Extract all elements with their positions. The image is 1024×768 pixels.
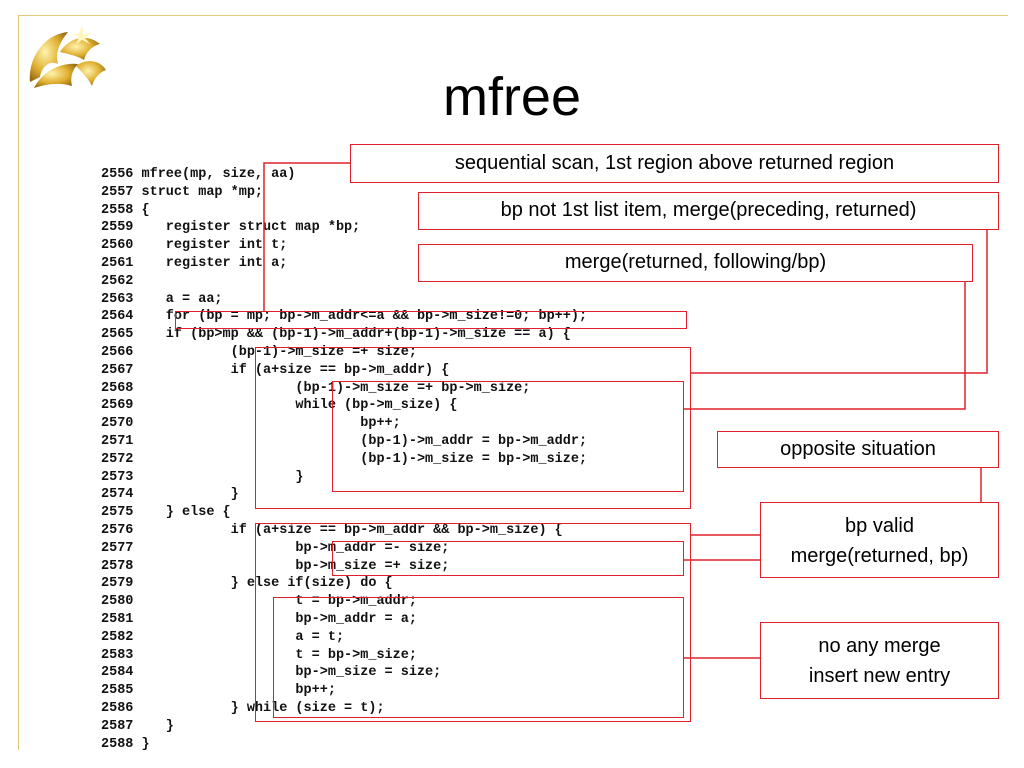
code-listing: 2556 mfree(mp, size, aa)2557 struct map … bbox=[101, 166, 587, 753]
code-line: 2582 a = t; bbox=[101, 629, 345, 645]
code-line: 2587 } bbox=[101, 718, 174, 734]
connector-merge-following bbox=[684, 282, 966, 410]
note-no-merge: no any merge insert new entry bbox=[760, 622, 999, 699]
note-text-line2: merge(returned, bp) bbox=[790, 545, 969, 567]
code-line: 2566 (bp-1)->m_size =+ size; bbox=[101, 344, 417, 360]
note-text: opposite situation bbox=[780, 438, 936, 460]
code-line: 2579 } else if(size) do { bbox=[101, 576, 393, 592]
note-merge-following: merge(returned, following/bp) bbox=[418, 244, 973, 282]
code-line: 2562 bbox=[101, 273, 134, 289]
code-line: 2573 } bbox=[101, 469, 304, 485]
code-line: 2586 } while (size = t); bbox=[101, 700, 385, 716]
note-opposite-situation: opposite situation bbox=[717, 431, 999, 468]
code-line: 2565 if (bp>mp && (bp-1)->m_addr+(bp-1)-… bbox=[101, 327, 571, 343]
pegasus-logo-icon bbox=[29, 26, 106, 88]
code-line: 2585 bp++; bbox=[101, 683, 336, 699]
code-line: 2572 (bp-1)->m_size = bp->m_size; bbox=[101, 451, 588, 467]
note-text: bp not 1st list item, merge(preceding, r… bbox=[500, 199, 917, 221]
note-text-line1: no any merge bbox=[818, 635, 941, 657]
note-text: merge(returned, following/bp) bbox=[564, 251, 827, 273]
merge-bp-highlight bbox=[332, 541, 684, 576]
insert-entry-highlight bbox=[273, 597, 684, 718]
code-line: 2558 { bbox=[101, 202, 150, 218]
note-text-line1: bp valid bbox=[845, 515, 914, 537]
code-line: 2571 (bp-1)->m_addr = bp->m_addr; bbox=[101, 433, 588, 449]
slide-frame-left bbox=[18, 15, 19, 750]
code-line: 2577 bp->m_addr =- size; bbox=[101, 540, 450, 556]
code-line: 2557 struct map *mp; bbox=[101, 184, 264, 200]
code-line: 2576 if (a+size == bp->m_addr && bp->m_s… bbox=[101, 522, 563, 538]
code-line: 2575 } else { bbox=[101, 505, 231, 521]
code-line: 2564 for (bp = mp; bp->m_addr<=a && bp->… bbox=[101, 309, 588, 325]
code-line: 2569 while (bp->m_size) { bbox=[101, 398, 458, 414]
for-loop-highlight bbox=[175, 311, 687, 329]
code-line: 2563 a = aa; bbox=[101, 291, 223, 307]
note-merge-preceding: bp not 1st list item, merge(preceding, r… bbox=[418, 192, 999, 230]
merge-preceding-block-highlight bbox=[255, 347, 691, 509]
note-bp-valid: bp valid merge(returned, bp) bbox=[760, 502, 999, 578]
code-line: 2583 t = bp->m_size; bbox=[101, 647, 417, 663]
code-line: 2568 (bp-1)->m_size =+ bp->m_size; bbox=[101, 380, 531, 396]
code-line: 2570 bp++; bbox=[101, 416, 401, 432]
else-block-highlight bbox=[255, 523, 691, 722]
slide-frame-top bbox=[18, 15, 1008, 16]
code-line: 2578 bp->m_size =+ size; bbox=[101, 558, 450, 574]
slide-title: mfree bbox=[442, 67, 582, 127]
code-line: 2560 register int t; bbox=[101, 238, 288, 254]
code-line: 2567 if (a+size == bp->m_addr) { bbox=[101, 362, 450, 378]
code-line: 2581 bp->m_addr = a; bbox=[101, 611, 417, 627]
note-sequential-scan: sequential scan, 1st region above return… bbox=[350, 144, 999, 183]
note-text: sequential scan, 1st region above return… bbox=[454, 152, 895, 174]
code-line: 2574 } bbox=[101, 487, 239, 503]
note-text-line2: insert new entry bbox=[808, 665, 951, 687]
merge-following-block-highlight bbox=[332, 381, 684, 492]
code-line: 2584 bp->m_size = size; bbox=[101, 665, 442, 681]
code-line: 2588 } bbox=[101, 736, 150, 752]
